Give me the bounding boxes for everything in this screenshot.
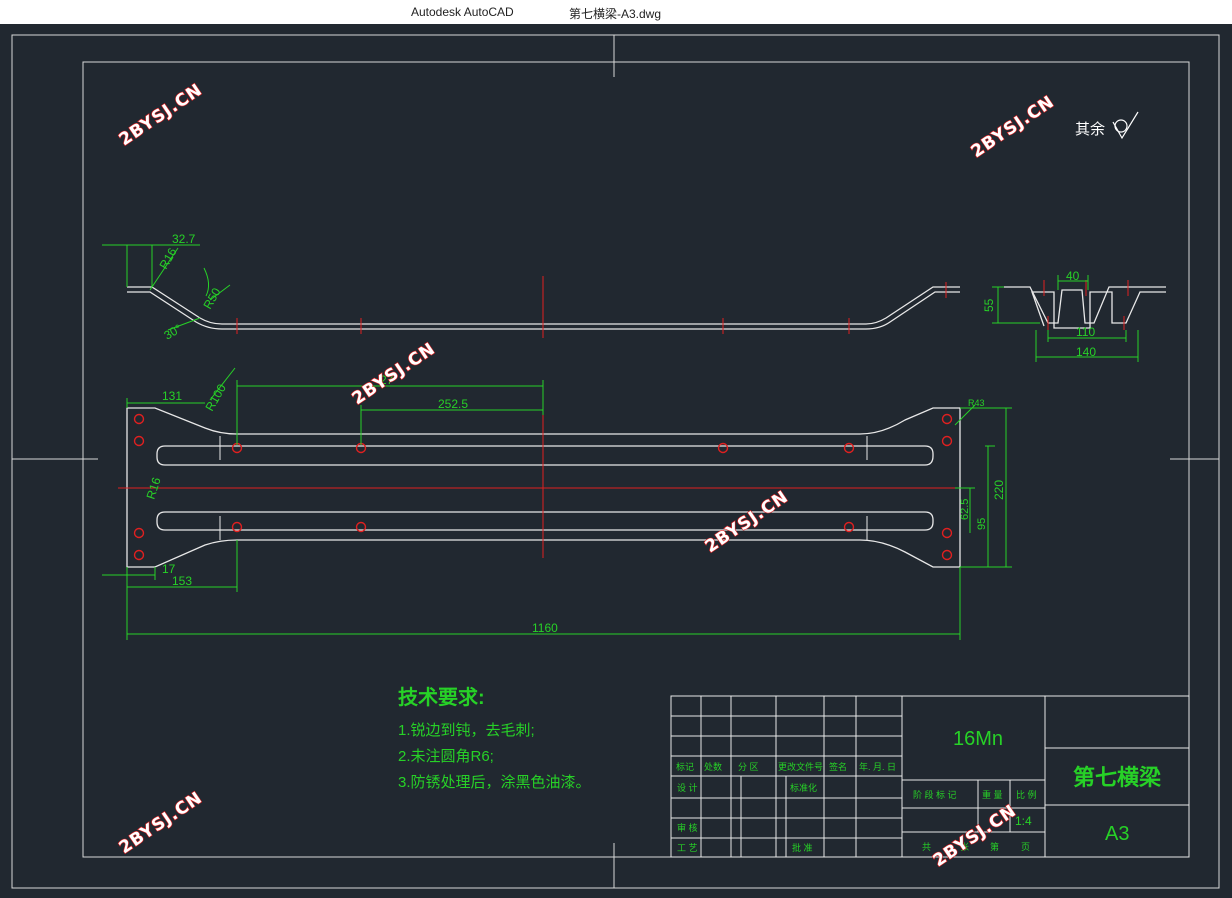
row-pizhun: 批 准 <box>792 842 813 853</box>
hdr-qianming: 签名 <box>829 761 847 772</box>
sheet-size: A3 <box>1105 823 1129 845</box>
dim-40: 40 <box>1066 269 1080 283</box>
watermark-2: 2BYSJ.CN <box>968 92 1059 162</box>
watermarks: 2BYSJ.CN 2BYSJ.CN 2BYSJ.CN 2BYSJ.CN 2BYS… <box>115 79 1059 871</box>
row-biaozhunhua: 标准化 <box>790 782 817 793</box>
dim-110: 110 <box>1076 325 1095 339</box>
sheet-gong: 共 <box>922 842 931 852</box>
dim-r50: R50 <box>200 285 223 311</box>
dim-r100: R100 <box>202 381 229 413</box>
sheet-borders <box>11 34 1220 889</box>
dim-95: 95 <box>976 518 988 530</box>
file-title: 第七横梁-A3.dwg <box>569 7 662 21</box>
watermark-6: 2BYSJ.CN <box>930 801 1021 871</box>
tech-req-item-2: 2.未注圆角R6; <box>398 748 494 765</box>
weight-label: 重 量 <box>982 789 1003 800</box>
roughness-symbol-icon <box>1112 111 1139 140</box>
watermark-5: 2BYSJ.CN <box>116 788 207 858</box>
watermark-4: 2BYSJ.CN <box>702 487 793 557</box>
dim-r43: R43 <box>968 398 985 408</box>
dim-55: 55 <box>982 298 996 312</box>
hdr-fenqu: 分 区 <box>738 762 759 772</box>
dim-131: 131 <box>162 389 182 403</box>
tech-req-item-3: 3.防锈处理后，涂黑色油漆。 <box>398 774 591 791</box>
cross-section-view[interactable]: 40 55 110 140 <box>982 269 1166 362</box>
plan-view[interactable]: 131 R100 27 252.5 R16 17 153 1160 220 62… <box>102 367 1012 640</box>
dim-153: 153 <box>172 574 192 588</box>
scale-label: 比 例 <box>1016 789 1037 800</box>
technical-requirements: 技术要求: 1.锐边到钝，去毛刺; 2.未注圆角R6; 3.防锈处理后，涂黑色油… <box>398 685 591 791</box>
dim-32-7: 32.7 <box>172 232 196 246</box>
row-gongyi: 工 艺 <box>677 843 698 853</box>
dim-62-5: 62.5 <box>959 499 971 520</box>
app-title: Autodesk AutoCAD <box>411 5 514 19</box>
watermark-1: 2BYSJ.CN <box>116 80 207 150</box>
dim-17: 17 <box>162 562 176 576</box>
dim-27: 27 <box>380 373 394 387</box>
dim-r16-top: R16 <box>156 245 179 271</box>
title-block[interactable]: 标记 处数 分 区 更改文件号 签名 年. 月. 日 设 计 标准化 审 核 工… <box>670 695 1190 858</box>
row-sheji: 设 计 <box>677 782 698 793</box>
sheet-ye: 页 <box>1021 842 1030 852</box>
part-name: 第七横梁 <box>1073 765 1161 790</box>
dim-1160: 1160 <box>532 621 558 635</box>
watermark-3: 2BYSJ.CN <box>349 339 440 409</box>
surface-finish-note: 其余 <box>1075 111 1139 140</box>
dim-r16-plan: R16 <box>144 475 164 501</box>
tech-req-item-1: 1.锐边到钝，去毛刺; <box>398 722 535 739</box>
hdr-riqi: 年. 月. 日 <box>859 761 896 772</box>
row-shenhe: 审 核 <box>677 822 698 833</box>
stage-label: 阶 段 标 记 <box>913 789 957 800</box>
dim-252-5: 252.5 <box>438 397 468 411</box>
scale-value: 1:4 <box>1015 814 1032 828</box>
dim-220: 220 <box>992 480 1006 500</box>
surface-note-text: 其余 <box>1075 120 1105 138</box>
drawing-canvas[interactable]: 32.7 R16 R50 30° 40 55 <box>0 24 1232 898</box>
hdr-chushu: 处数 <box>704 761 722 772</box>
dim-140: 140 <box>1076 345 1096 359</box>
window-title-bar: Autodesk AutoCAD 第七横梁-A3.dwg <box>0 0 1232 24</box>
sheet-zhang: 张 <box>960 842 969 852</box>
dim-30deg: 30° <box>162 321 185 342</box>
sheet-di: 第 <box>990 841 999 852</box>
top-elevation-view[interactable]: 32.7 R16 R50 30° <box>102 232 960 343</box>
hdr-gengai: 更改文件号 <box>778 761 823 772</box>
material: 16Mn <box>953 728 1003 750</box>
tech-req-title: 技术要求: <box>398 685 485 709</box>
hdr-biaoji: 标记 <box>676 761 694 772</box>
